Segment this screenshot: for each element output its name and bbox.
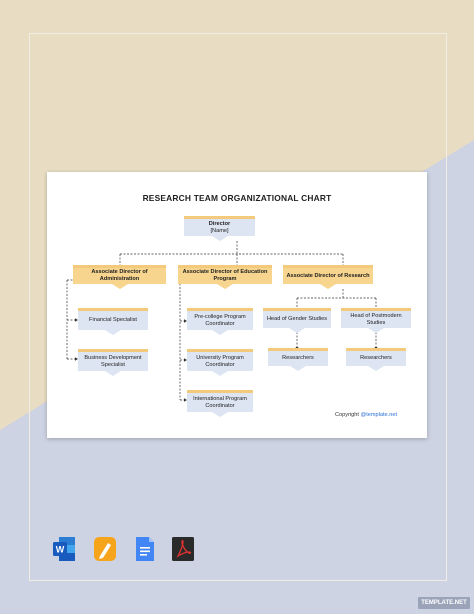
copyright-link[interactable]: @template.net	[360, 412, 397, 418]
associate-director-label: Associate Director of Education Program	[182, 269, 268, 282]
financial-specialist-box: Financial Specialist	[78, 308, 148, 335]
university-coordinator-box: University Program Coordinator	[187, 349, 253, 376]
copyright-text: Copyright	[335, 412, 359, 418]
associate-director-administration-box: Associate Director of Administration	[73, 265, 166, 289]
node-label: Head of Postmodern Studies	[350, 312, 402, 326]
director-title: Director	[208, 220, 231, 227]
international-coordinator-box: International Program Coordinator	[187, 390, 253, 417]
word-icon[interactable]: W	[52, 535, 76, 563]
business-development-specialist-box: Business Development Specialist	[78, 349, 148, 376]
associate-director-label: Associate Director of Research	[286, 272, 370, 279]
template-net-watermark: TEMPLATE.NET	[418, 597, 470, 609]
org-chart-document: RESEARCH TEAM ORGANIZATIONAL CHART	[47, 172, 427, 438]
associate-director-research-box: Associate Director of Research	[283, 265, 373, 289]
node-label: Pre-college Program Coordinator	[194, 313, 246, 327]
node-label: Business Development Specialist	[84, 354, 142, 368]
google-docs-icon[interactable]	[133, 535, 157, 563]
svg-text:W: W	[56, 545, 65, 555]
node-label: Researchers	[282, 355, 314, 361]
pre-college-coordinator-box: Pre-college Program Coordinator	[187, 308, 253, 335]
node-label: University Program Coordinator	[196, 354, 244, 368]
node-label: Financial Specialist	[89, 317, 137, 323]
node-label: Head of Gender Studies	[266, 316, 327, 322]
copyright-note: Copyright @template.net	[335, 412, 397, 418]
director-name: [Name]	[210, 227, 229, 234]
node-label: International Program Coordinator	[193, 395, 247, 409]
researchers-box: Researchers	[268, 348, 328, 371]
researchers-box: Researchers	[346, 348, 406, 371]
head-postmodern-studies-box: Head of Postmodern Studies	[341, 308, 411, 333]
head-gender-studies-box: Head of Gender Studies	[263, 308, 331, 333]
associate-director-education-box: Associate Director of Education Program	[178, 265, 272, 289]
associate-director-label: Associate Director of Administration	[91, 269, 148, 282]
node-label: Researchers	[360, 355, 392, 361]
chart-title: RESEARCH TEAM ORGANIZATIONAL CHART	[142, 193, 332, 203]
pdf-icon[interactable]	[171, 535, 195, 563]
pages-icon[interactable]	[93, 535, 117, 563]
director-box: Director [Name]	[184, 216, 255, 241]
decorative-frame	[29, 33, 447, 581]
